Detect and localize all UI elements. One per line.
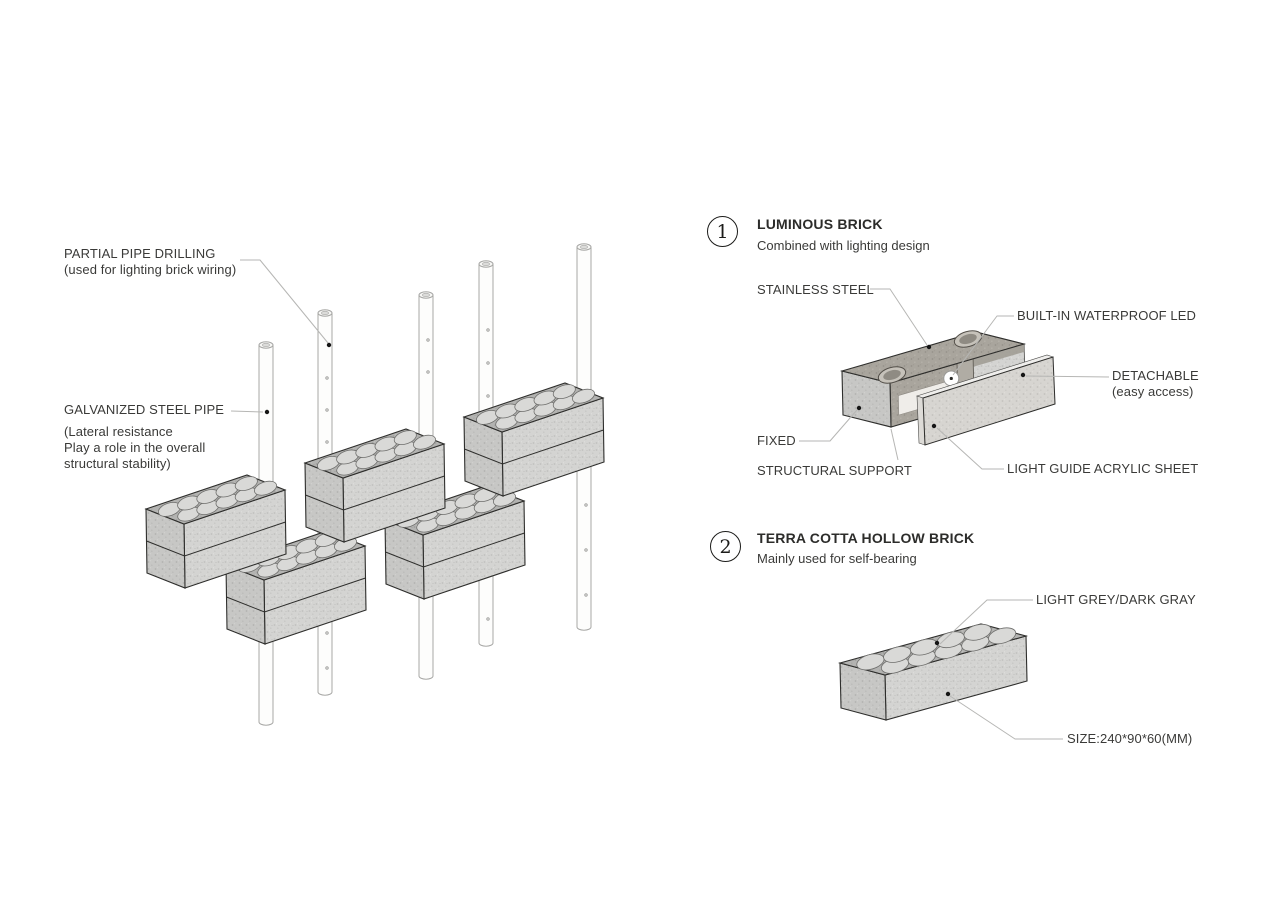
leader-partial-pipe-drilling <box>240 259 329 344</box>
assembly-diagram <box>144 243 605 726</box>
label-built-in-waterproof-led: BUILT-IN WATERPROOF LED <box>1017 308 1197 323</box>
brick-hole <box>234 476 258 492</box>
pipe-drill-opening <box>580 244 588 250</box>
section-2-number-badge: 2 <box>710 531 741 562</box>
pipe-drill-hole <box>325 440 329 444</box>
pipe-drill-hole <box>325 376 329 380</box>
hollow-brick-block <box>144 474 287 589</box>
section-2-number: 2 <box>719 535 732 558</box>
label-size-spec: SIZE:240*90*60(MM) <box>1067 731 1193 746</box>
leader-stainless-steel <box>870 288 928 346</box>
brick-hole <box>988 627 1017 645</box>
brick-hole <box>552 384 576 400</box>
hollow-brick-block <box>383 485 526 600</box>
pipe-drill-hole <box>584 593 588 597</box>
label-fixed: FIXED <box>757 433 796 448</box>
brick-hole <box>963 623 992 641</box>
luminous-brick-drawing <box>839 330 1056 446</box>
brick-hole <box>393 430 417 446</box>
pipe-drill-opening <box>321 310 329 316</box>
label-galvanized-steel-pipe: GALVANIZED STEEL PIPE <box>64 402 225 417</box>
label-stainless-steel: STAINLESS STEEL <box>757 282 874 297</box>
leader-structural-support <box>890 428 899 461</box>
section-2-subtitle: Mainly used for self-bearing <box>757 551 917 566</box>
acrylic-sheet-drawing <box>916 354 1056 446</box>
brick-course-seam <box>226 577 366 613</box>
leader-dot <box>264 409 270 415</box>
leader-dot <box>1020 372 1026 378</box>
brick-course-seam <box>305 475 445 511</box>
leader-dot <box>934 640 940 646</box>
leader-dot <box>326 342 332 348</box>
brick-hole <box>413 434 436 450</box>
label-galvanized-note: (Lateral resistance Play a role in the o… <box>64 424 206 471</box>
brick-course-seam <box>146 521 286 557</box>
pipe-drill-hole <box>584 548 588 552</box>
leader-size <box>949 695 1063 740</box>
pipe-drill-opening <box>482 261 490 267</box>
pipe-drill-opening <box>422 292 430 298</box>
label-detachable: DETACHABLE (easy access) <box>1112 368 1199 399</box>
leader-galvanized-steel-pipe <box>230 410 264 413</box>
leader-lines <box>230 259 1110 740</box>
pipe-drill-hole <box>325 631 329 635</box>
pipe-drill-hole <box>325 666 329 670</box>
pipe-drill-hole <box>486 328 490 332</box>
section-1-subtitle: Combined with lighting design <box>757 238 930 253</box>
brick-hole <box>572 388 595 404</box>
hollow-brick-block <box>462 382 605 497</box>
pipe-drill-hole <box>486 394 490 398</box>
label-partial-pipe-drilling: PARTIAL PIPE DRILLING (used for lighting… <box>64 246 237 277</box>
pipe-drill-hole <box>325 408 329 412</box>
leader-dot <box>945 691 951 697</box>
label-structural-support: STRUCTURAL SUPPORT <box>757 463 912 478</box>
section-1-number-badge: 1 <box>707 216 738 247</box>
leader-detachable <box>1025 375 1110 378</box>
pipe-drill-hole <box>426 370 430 374</box>
brick-course-seam <box>385 532 525 568</box>
hollow-brick-block <box>303 428 446 543</box>
leader-light-grey <box>939 599 1033 645</box>
inner-shadow <box>973 344 1025 367</box>
terracotta-brick-drawing <box>837 623 1029 721</box>
section-1-number: 1 <box>716 220 729 243</box>
brick-hole <box>254 480 277 496</box>
label-light-grey-dark-gray: LIGHT GREY/DARK GRAY <box>1036 592 1196 607</box>
leader-dot <box>856 405 862 411</box>
leader-dot <box>926 344 932 350</box>
label-light-guide-acrylic-sheet: LIGHT GUIDE ACRYLIC SHEET <box>1007 461 1199 476</box>
pipe-drill-hole <box>426 338 430 342</box>
pipe-drill-hole <box>486 361 490 365</box>
leader-dot <box>931 423 937 429</box>
leader-light-guide <box>936 427 1004 470</box>
pipe-drill-hole <box>584 503 588 507</box>
pipe-drill-opening <box>262 342 270 348</box>
acrylic-sheet-face <box>922 356 1056 446</box>
leader-built-in-led <box>952 315 1014 376</box>
brick-course-seam <box>464 429 604 465</box>
leader-fixed <box>799 409 858 442</box>
pipe-drill-hole <box>486 617 490 621</box>
section-1-title: LUMINOUS BRICK <box>757 216 883 232</box>
section-2-title: TERRA COTTA HOLLOW BRICK <box>757 530 975 546</box>
